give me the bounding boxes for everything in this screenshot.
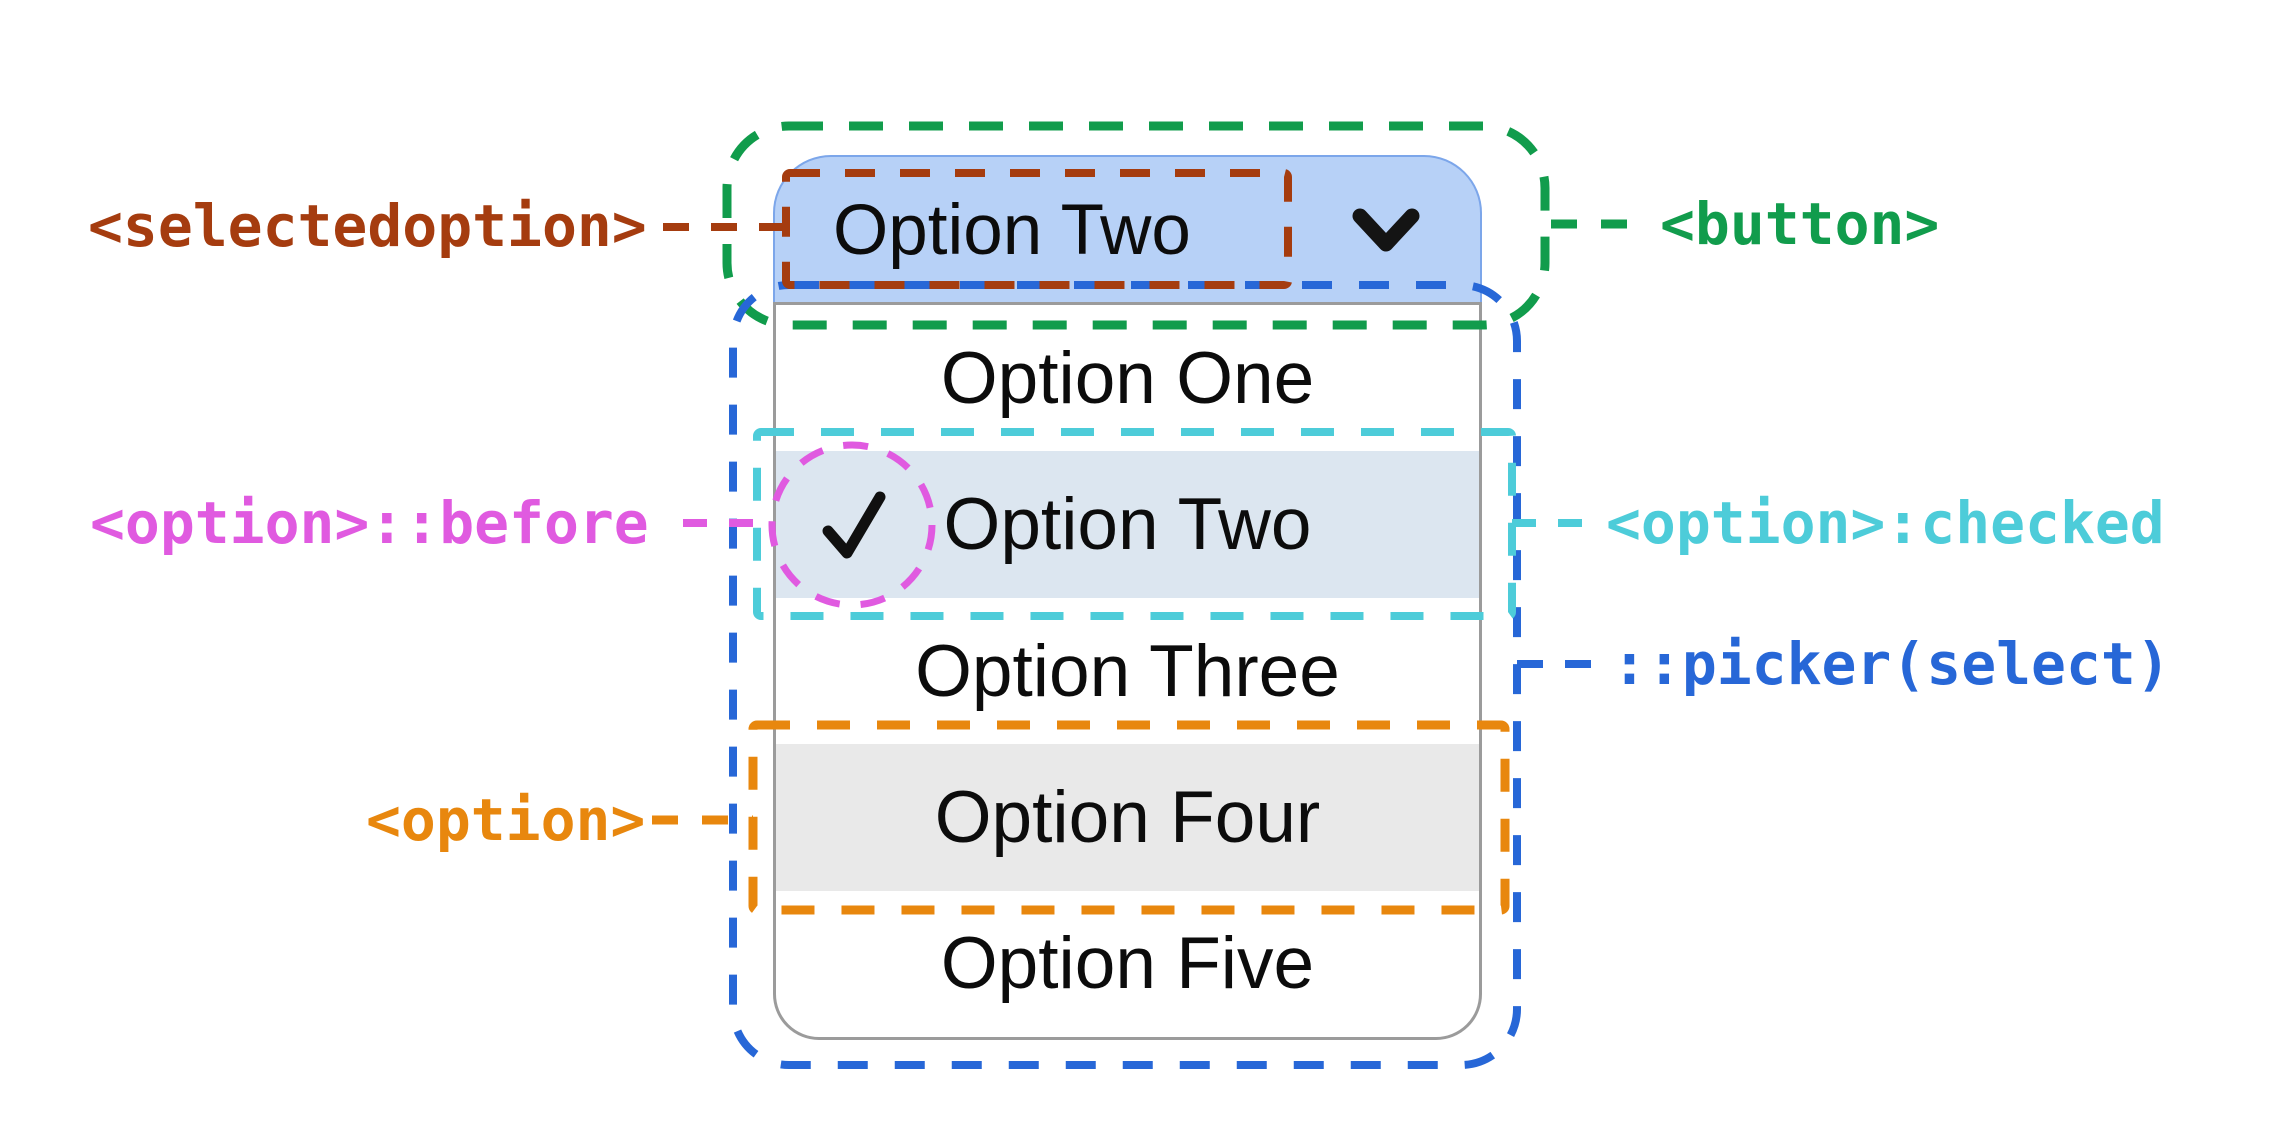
picker-select-label: ::picker(select) <box>1612 630 2171 698</box>
checkmark-icon <box>822 491 886 559</box>
select-button[interactable]: Option Two <box>773 155 1482 303</box>
option-item-three[interactable]: Option Three <box>915 630 1340 712</box>
option-item-four[interactable]: Option Four <box>776 744 1479 891</box>
option-item-label: Option Two <box>943 484 1312 566</box>
option-label: <option> <box>366 786 646 854</box>
selectedoption-label: <selectedoption> <box>88 192 647 260</box>
select-picker-listbox: Option One Option Two Option Three Optio… <box>773 302 1482 1040</box>
selected-option-text: Option Two <box>833 190 1191 270</box>
option-before-label: <option>::before <box>90 489 649 557</box>
button-label: <button> <box>1660 190 1940 258</box>
option-item-one[interactable]: Option One <box>940 337 1315 419</box>
option-item-five[interactable]: Option Five <box>940 923 1315 1005</box>
chevron-down-icon <box>1352 208 1420 252</box>
option-checked-label: <option>:checked <box>1606 489 2165 557</box>
option-item-two-checked[interactable]: Option Two <box>776 451 1479 598</box>
